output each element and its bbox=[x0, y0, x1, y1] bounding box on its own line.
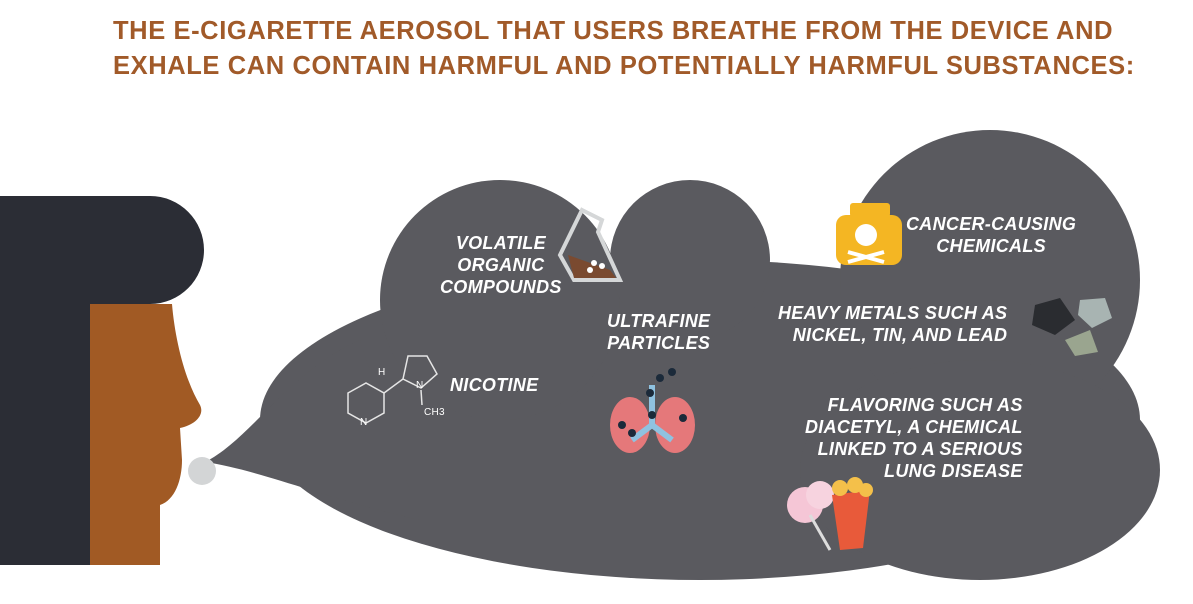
label-voc: VOLATILE ORGANIC COMPOUNDS bbox=[440, 232, 562, 298]
title-line-1: THE E-CIGARETTE AEROSOL THAT USERS BREAT… bbox=[113, 17, 1114, 45]
voc-line-3: COMPOUNDS bbox=[440, 277, 562, 297]
label-cancer: CANCER-CAUSING CHEMICALS bbox=[906, 213, 1076, 257]
ultrafine-line-1: ULTRAFINE bbox=[607, 311, 711, 331]
molecule-n: N bbox=[416, 380, 424, 391]
label-nicotine: NICOTINE bbox=[450, 375, 539, 395]
cancer-line-2: CHEMICALS bbox=[936, 236, 1046, 256]
metals-line-2: NICKEL, TIN, AND LEAD bbox=[792, 325, 1008, 345]
popcorn-cotton-candy-icon bbox=[787, 477, 873, 551]
flask-icon bbox=[557, 207, 624, 282]
aerosol-cloud bbox=[205, 130, 1160, 580]
face bbox=[90, 304, 202, 565]
label-ultrafine: ULTRAFINE PARTICLES bbox=[607, 310, 710, 354]
voc-line-1: VOLATILE bbox=[455, 233, 546, 253]
poison-jar-icon bbox=[836, 203, 902, 265]
hair bbox=[0, 196, 204, 565]
page-title: THE E-CIGARETTE AEROSOL THAT USERS BREAT… bbox=[113, 14, 1135, 84]
lungs-icon bbox=[610, 368, 695, 453]
molecule-h: H bbox=[378, 367, 386, 378]
ultrafine-line-2: PARTICLES bbox=[607, 333, 711, 353]
cancer-line-1: CANCER-CAUSING bbox=[906, 214, 1077, 234]
flavoring-line-2: DIACETYL, A CHEMICAL bbox=[805, 417, 1023, 437]
metals-line-1: HEAVY METALS SUCH AS bbox=[778, 303, 1008, 323]
voc-line-2: ORGANIC bbox=[457, 255, 545, 275]
nicotine-molecule-icon bbox=[347, 355, 438, 424]
metal-rocks-icon bbox=[1032, 298, 1112, 356]
flavoring-line-1: FLAVORING SUCH AS bbox=[827, 395, 1023, 415]
molecule-ch3: CH3 bbox=[424, 407, 445, 418]
label-metals: HEAVY METALS SUCH AS NICKEL, TIN, AND LE… bbox=[778, 302, 1007, 346]
label-flavoring: FLAVORING SUCH AS DIACETYL, A CHEMICAL L… bbox=[805, 394, 1023, 482]
title-line-2: EXHALE CAN CONTAIN HARMFUL AND POTENTIAL… bbox=[113, 52, 1135, 80]
flavoring-line-3: LINKED TO A SERIOUS bbox=[817, 439, 1023, 459]
exhale-puff bbox=[188, 457, 216, 485]
molecule-n-ring: N bbox=[360, 417, 368, 428]
flavoring-line-4: LUNG DISEASE bbox=[884, 461, 1023, 481]
person-silhouette bbox=[0, 196, 204, 565]
